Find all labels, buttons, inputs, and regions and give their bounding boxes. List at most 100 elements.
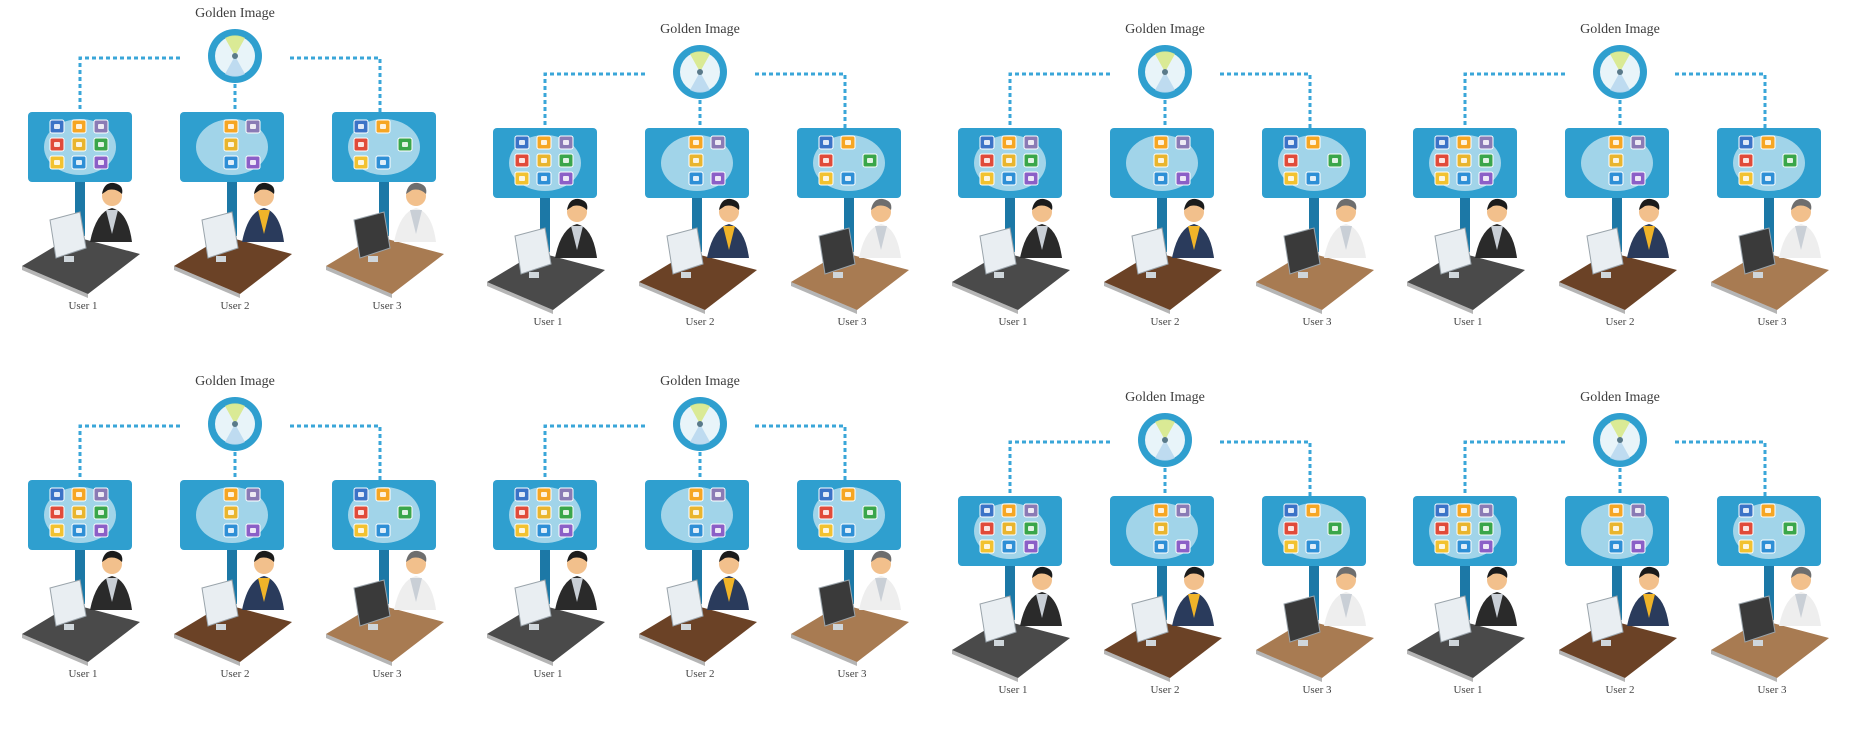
screen-pole — [227, 176, 237, 236]
person-hair — [1791, 566, 1812, 578]
app-icon-glyph — [1613, 544, 1619, 549]
app-icon-glyph — [715, 528, 721, 533]
connector-line-right — [1220, 440, 1312, 496]
user-station-2 — [1559, 496, 1677, 682]
desk — [487, 252, 605, 310]
user-station-3 — [1256, 496, 1374, 682]
app-icon-glyph — [98, 528, 104, 533]
disc-shine — [690, 424, 710, 445]
shirt — [1491, 226, 1503, 250]
app-icon-glyph — [1765, 508, 1771, 513]
app-icon-glyph — [358, 160, 364, 165]
disc-shine — [1610, 440, 1630, 461]
monitor-stand — [529, 272, 539, 278]
monitor — [1434, 595, 1472, 643]
disc-shine — [690, 51, 710, 72]
person-hair — [406, 550, 427, 562]
person-head — [406, 186, 426, 206]
app-icon-glyph — [519, 140, 525, 145]
monitor-stand — [1449, 272, 1459, 278]
app-icon-glyph — [823, 158, 829, 163]
app-icon-glyph — [563, 528, 569, 533]
desk-edge — [487, 634, 553, 666]
desk — [487, 604, 605, 662]
panel-graphic — [952, 413, 1374, 682]
app-icon-glyph — [1461, 508, 1467, 513]
shirt — [258, 210, 270, 234]
shirt — [571, 226, 583, 250]
monitor-stand — [368, 624, 378, 630]
user-station-3 — [1711, 128, 1829, 314]
monitor-stand — [681, 272, 691, 278]
app-icon-glyph — [1483, 158, 1489, 163]
monitor — [666, 227, 704, 275]
desk-edge — [1407, 282, 1473, 314]
app-icon-glyph — [823, 176, 829, 181]
golden-image-panel-6: Golden Image User 1 User 2 User 3 — [485, 372, 915, 702]
disc-shine — [1610, 419, 1630, 440]
person-hair — [1639, 566, 1660, 578]
app-icon-glyph — [1028, 544, 1034, 549]
app-icon-glyph — [380, 492, 386, 497]
screen-pole — [379, 544, 389, 604]
person-hair — [1336, 198, 1357, 210]
app-icon-glyph — [1743, 158, 1749, 163]
shirt — [1643, 226, 1655, 250]
app-icon-glyph — [1180, 140, 1186, 145]
desk-edge — [639, 282, 705, 314]
golden-image-panel-2: Golden Image User 1 User 2 User 3 — [485, 20, 915, 350]
app-icon-glyph — [984, 526, 990, 531]
connector-line-right — [1220, 72, 1312, 128]
desk — [1711, 620, 1829, 678]
panel-graphic — [22, 397, 444, 666]
shirt — [723, 226, 735, 250]
shirt — [723, 578, 735, 602]
golden-image-panel-4: Golden Image User 1 User 2 User 3 — [1405, 20, 1835, 350]
desk — [1711, 252, 1829, 310]
connector-line-right — [290, 56, 382, 112]
app-icon-glyph — [1288, 176, 1294, 181]
connector-line-left — [543, 424, 645, 480]
app-icon-glyph — [98, 142, 104, 147]
shirt — [1036, 594, 1048, 618]
app-icon-glyph — [1439, 158, 1445, 163]
app-icon-glyph — [984, 140, 990, 145]
monitor-stand — [1753, 640, 1763, 646]
app-icon-glyph — [693, 140, 699, 145]
user-station-1 — [487, 480, 605, 666]
app-icon-glyph — [984, 176, 990, 181]
app-icon-glyph — [715, 140, 721, 145]
monitor — [818, 227, 856, 275]
app-icon-glyph — [541, 492, 547, 497]
monitor-stand — [1298, 640, 1308, 646]
monitor-stand — [64, 256, 74, 262]
monitor — [49, 579, 87, 627]
person-head — [719, 554, 739, 574]
app-icon-glyph — [845, 176, 851, 181]
app-icon-glyph — [1310, 544, 1316, 549]
app-icon-glyph — [358, 492, 364, 497]
golden-image-panel-8: Golden Image User 1 User 2 User 3 — [1405, 388, 1835, 718]
golden-image-title: Golden Image — [1125, 22, 1205, 37]
disc-shine — [690, 72, 710, 93]
desk-edge — [1256, 282, 1322, 314]
screen-pole — [227, 544, 237, 604]
screen-pole — [1612, 560, 1622, 620]
app-icon-glyph — [1635, 140, 1641, 145]
app-icon-glyph — [519, 528, 525, 533]
monitor-stand — [1146, 272, 1156, 278]
shirt — [106, 578, 118, 602]
user-station-2 — [639, 480, 757, 666]
connector-line-left — [1463, 72, 1565, 128]
user-station-1 — [22, 112, 140, 298]
app-icon-glyph — [402, 142, 408, 147]
app-icon-glyph — [358, 528, 364, 533]
app-icon-glyph — [1461, 140, 1467, 145]
app-icon-glyph — [1310, 176, 1316, 181]
person-hair — [871, 550, 892, 562]
desk-edge — [1559, 282, 1625, 314]
desk-edge — [326, 266, 392, 298]
shirt — [1188, 226, 1200, 250]
shirt — [1036, 226, 1048, 250]
monitor — [1283, 595, 1321, 643]
